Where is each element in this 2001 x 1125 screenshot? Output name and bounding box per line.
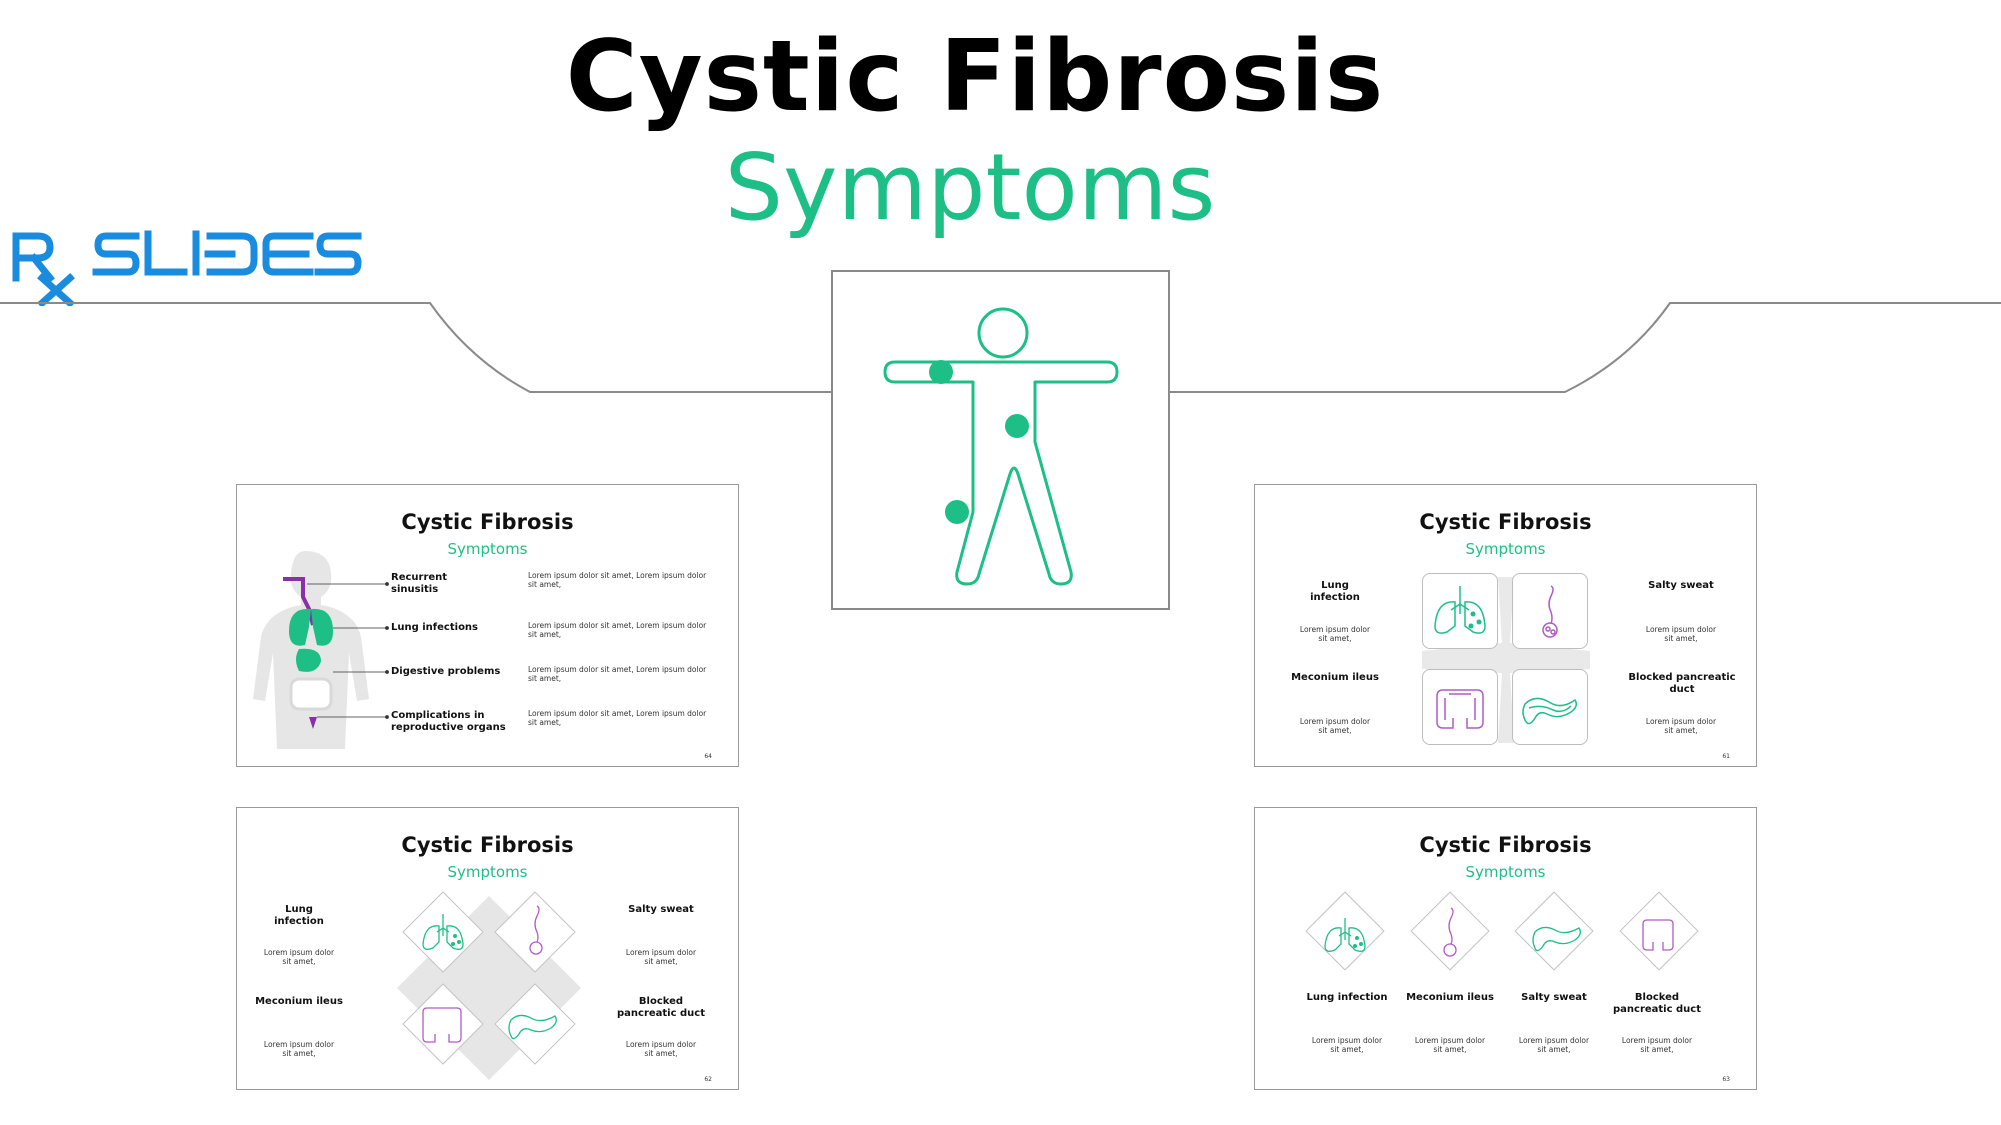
- thumb-subtitle: Symptoms: [447, 863, 528, 881]
- item-label: Salty sweat: [628, 904, 694, 915]
- item-text: Lorem ipsum dolor sit amet,: [263, 1040, 335, 1058]
- item-text: Lorem ipsum dolor sit amet,: [625, 1040, 697, 1058]
- item-label: Salty sweat: [1648, 580, 1714, 591]
- item-label: Blocked pancreatic duct: [616, 996, 706, 1019]
- slide-thumbnail-62[interactable]: Cystic Fibrosis Symptoms Lung infection …: [236, 807, 739, 1090]
- item-label: Meconium ileus: [1291, 672, 1379, 683]
- item-text: Lorem ipsum dolor sit amet,: [1645, 717, 1717, 735]
- diamond-grid: [397, 891, 581, 1080]
- item-label: Lung infection: [1310, 580, 1360, 603]
- item-text: Lorem ipsum dolor sit amet,: [263, 948, 335, 966]
- sweat-gland-icon: [1512, 573, 1588, 649]
- item-text: Lorem ipsum dolor sit amet,: [1299, 717, 1371, 735]
- row-label: Digestive problems: [391, 666, 501, 677]
- slide-thumbnail-64[interactable]: Cystic Fibrosis Symptoms Recurrent sinus…: [236, 484, 739, 767]
- item-text: Lorem ipsum dolor sit amet,: [1645, 625, 1717, 643]
- page-title: Cystic Fibrosis: [565, 20, 1385, 134]
- item-label: Salty sweat: [1521, 992, 1587, 1003]
- grey-cross-shape: [1422, 577, 1590, 743]
- row-text: Lorem ipsum dolor sit amet, Lorem ipsum …: [528, 709, 707, 727]
- page-number: 61: [1722, 753, 1730, 760]
- item-label: Meconium ileus: [255, 996, 343, 1007]
- item-label: Blocked pancreatic duct: [1628, 672, 1736, 695]
- symptom-icons: [1324, 907, 1674, 957]
- thumb-title: Cystic Fibrosis: [401, 833, 574, 857]
- connector-arrows: [307, 582, 389, 719]
- thumb-title: Cystic Fibrosis: [1419, 833, 1592, 857]
- item-text: Lorem ipsum dolor sit amet,: [1621, 1036, 1693, 1054]
- item-text: Lorem ipsum dolor sit amet,: [1518, 1036, 1590, 1054]
- page-subtitle: Symptoms: [724, 134, 1216, 241]
- row-label: Lung infections: [391, 622, 479, 633]
- slide-thumbnail-61[interactable]: Cystic Fibrosis Symptoms Lung infection …: [1254, 484, 1757, 767]
- body-icon: [883, 307, 1119, 586]
- thumb-title: Cystic Fibrosis: [401, 510, 574, 534]
- item-text: Lorem ipsum dolor sit amet,: [1299, 625, 1371, 643]
- body-organs-icon: [253, 551, 369, 749]
- intestine-icon: [1422, 669, 1498, 745]
- item-label: Meconium ileus: [1406, 992, 1494, 1003]
- lung-icon: [1422, 573, 1498, 649]
- slide-thumbnail-63[interactable]: Cystic Fibrosis Symptoms Lung infection …: [1254, 807, 1757, 1090]
- thumb-subtitle: Symptoms: [1465, 863, 1546, 881]
- row-text: Lorem ipsum dolor sit amet, Lorem ipsum …: [528, 665, 707, 683]
- item-label: Blocked pancreatic duct: [1612, 992, 1702, 1015]
- item-label: Lung infection: [1306, 992, 1388, 1003]
- rx-slides-logo: [12, 230, 362, 306]
- item-label: Lung infection: [274, 904, 324, 927]
- page-number: 64: [704, 753, 712, 760]
- pancreas-icon: [1512, 669, 1588, 745]
- row-text: Lorem ipsum dolor sit amet, Lorem ipsum …: [528, 621, 707, 639]
- page-number: 62: [704, 1076, 712, 1083]
- center-image-box: [831, 270, 1170, 610]
- item-text: Lorem ipsum dolor sit amet,: [1311, 1036, 1383, 1054]
- item-text: Lorem ipsum dolor sit amet,: [625, 948, 697, 966]
- thumb-subtitle: Symptoms: [1465, 540, 1546, 558]
- row-label: Recurrent sinusitis: [391, 572, 448, 595]
- page-number: 63: [1722, 1076, 1730, 1083]
- row-label: Complications in reproductive organs: [391, 710, 506, 733]
- row-text: Lorem ipsum dolor sit amet, Lorem ipsum …: [528, 571, 707, 589]
- item-text: Lorem ipsum dolor sit amet,: [1414, 1036, 1486, 1054]
- thumb-subtitle: Symptoms: [447, 540, 528, 558]
- thumb-title: Cystic Fibrosis: [1419, 510, 1592, 534]
